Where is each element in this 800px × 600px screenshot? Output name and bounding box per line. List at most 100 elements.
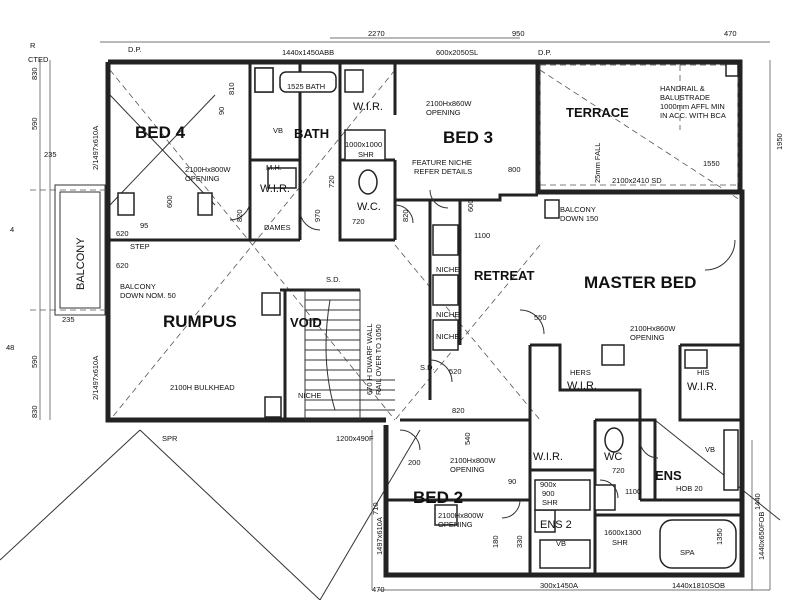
note-ens2-shr-c: SHR [542,498,558,507]
note-opening-bed3-a: 2100Hx860W [426,99,472,108]
label-vb-ens2: VB [556,539,566,548]
label-his: HIS [697,368,710,377]
note-master-opening-b: OPENING [630,333,665,342]
dim-2270: 2270 [368,29,385,38]
dim-820-a: 820 [235,209,244,222]
room-wc-upper: W.C. [357,201,381,213]
room-wir-his: W.I.R. [687,381,717,393]
note-label-48: 48 [6,343,14,352]
dim-235-top: 235 [44,150,57,159]
dim-720-a: 720 [327,175,336,188]
note-balcony-down-150-b: DOWN 150 [560,214,598,223]
note-window-stair: 1200x490F [336,434,374,443]
room-wir-bath: W.I.R. [353,101,383,113]
dim-600-a: 600 [165,195,174,208]
room-bed4: BED 4 [135,123,186,142]
dim-970: 970 [313,209,322,222]
label-mh: M.H. [266,163,282,172]
dimension-lines [39,37,771,591]
note-ens-window-right: 1440x650FOB [757,512,766,560]
note-opening-bed4-a: 2100Hx800W [185,165,231,174]
room-master-bed: MASTER BED [584,273,696,292]
note-window-left-top: 2/1497x610A [91,126,100,170]
note-feature-niche-b: REFER DETAILS [414,167,472,176]
room-ens2: ENS 2 [540,519,572,531]
note-opening-bed3-b: OPENING [426,108,461,117]
note-hob: HOB 20 [676,484,703,493]
note-bulkhead: 2100H BULKHEAD [170,383,235,392]
dim-180: 180 [491,535,500,548]
note-shr-a: 1000x1000 [345,140,382,149]
dim-1440: 1440 [753,493,762,510]
dim-720-b: 720 [352,217,365,226]
note-corner-cted: CTED [28,55,49,64]
dim-470-top: 470 [724,29,737,38]
dim-800: 800 [508,165,521,174]
dim-810: 810 [227,82,236,95]
note-handrail-3: 1000mm AFFL MIN [660,102,725,111]
room-rumpus: RUMPUS [163,312,237,331]
note-balcony-down-50-a: BALCONY [120,282,156,291]
label-sd1: S.D. [326,275,341,284]
dim-600-b: 600 [466,199,475,212]
note-label-1950: 1950 [775,133,784,150]
label-spr: SPR [162,434,178,443]
note-dwarf-wall-b: RAIL OVER TO 1050 [374,324,383,395]
note-balcony-down-50-b: DOWN NOM. 50 [120,291,176,300]
label-sd2: S.D. [420,363,435,372]
note-dp1: D.P. [128,45,142,54]
room-bed2: BED 2 [413,488,463,507]
dim-820-c: 820 [452,406,465,415]
room-bed3: BED 3 [443,128,493,147]
dim-820-b: 820 [401,209,410,222]
note-fall: 25mm FALL [593,143,602,183]
note-handrail-2: BALUSTRADE [660,93,710,102]
dim-1550: 1550 [703,159,720,168]
dim-470-bot: 470 [372,585,385,594]
room-retreat: RETREAT [474,268,534,283]
note-label-1350: 1350 [715,528,724,545]
note-dp2: D.P. [538,48,552,57]
room-ens: ENS [655,468,682,483]
note-bed2-opening-top-a: 2100Hx800W [450,456,496,465]
room-wir-hers: W.I.R. [567,380,597,392]
note-ens-shr-b: SHR [612,538,628,547]
outer-walls [105,59,745,578]
label-step: STEP [130,242,150,251]
dim-520: 520 [449,367,462,376]
dim-830-bot: 830 [30,405,39,418]
note-bed2-opening-top-b: OPENING [450,465,485,474]
dim-590-top: 590 [30,117,39,130]
note-balcony-down-150-a: BALCONY [560,205,596,214]
dim-550: 550 [534,313,547,322]
dim-330: 330 [515,535,524,548]
dim-95: 95 [140,221,148,230]
note-window-bottom-right: 1440x1810SOB [672,581,725,590]
balcony-structure [30,64,739,316]
dim-620-a: 620 [116,229,129,238]
room-wir-bed4: W.I.R. [260,183,290,195]
note-window-left-bot: 2/1497x610A [91,356,100,400]
note-terrace-door: 2100x2410 SD [612,176,662,185]
label-dames: DAMES [264,223,291,232]
label-spa: SPA [680,548,694,557]
room-bath: BATH [294,126,329,141]
dim-720-c: 720 [612,466,625,475]
dim-235-bot: 235 [62,315,75,324]
note-master-opening-a: 2100Hx860W [630,324,676,333]
room-wir-bed2: W.I.R. [533,451,563,463]
room-terrace: TERRACE [566,105,629,120]
room-wc: WC [604,451,622,463]
note-feature-niche-a: FEATURE NICHE [412,158,472,167]
door-swings [229,189,736,519]
note-dwarf-wall-a: 670 H DWARF WALL [365,323,374,395]
note-bath-window: 1440x1450ABB [282,48,334,57]
note-window-bottom-mid: 300x1450A [540,581,578,590]
dim-200: 200 [408,458,421,467]
note-handrail-4: IN ACC. WITH BCA [660,111,726,120]
dim-830-top: 830 [30,67,39,80]
dim-1100-b: 1100 [625,487,641,496]
note-ens2-shr-b: 900 [542,489,555,498]
niche-3: NICHE [436,332,459,341]
